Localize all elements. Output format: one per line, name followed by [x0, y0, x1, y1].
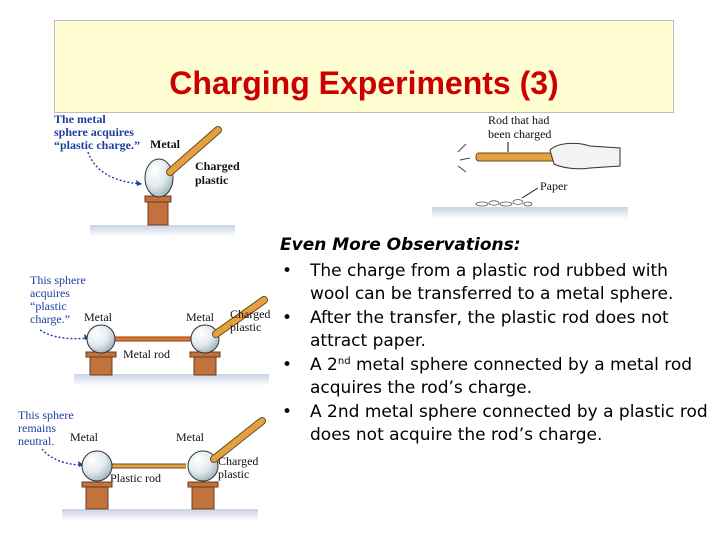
left-metal-sphere	[86, 324, 116, 354]
callout-text: This sphere acquires “plastic charge.”	[30, 273, 89, 326]
observation-item: •The charge from a plastic rod rubbed wi…	[282, 260, 674, 305]
observation-item: •A 2nd metal sphere connected by a metal…	[282, 354, 693, 399]
bullet-marker: •	[282, 354, 293, 375]
plastic-label: Charged plastic	[195, 159, 243, 187]
left-metal-sphere	[81, 450, 113, 482]
ground-shadow	[90, 225, 235, 237]
connector-label: Plastic rod	[110, 471, 161, 485]
bullet-marker: •	[282, 260, 293, 281]
callout-arrow	[39, 329, 89, 340]
left-metal-label: Metal	[84, 310, 113, 324]
ground-shadow	[432, 207, 628, 219]
observations-list: •The charge from a plastic rod rubbed wi…	[280, 260, 710, 448]
observation-item: •A 2nd metal sphere connected by a plast…	[282, 401, 708, 446]
metal-sphere	[144, 158, 174, 198]
right-metal-label: Metal	[176, 430, 205, 444]
plastic-rod	[213, 297, 267, 337]
figure-rod-paper: Rod that had been charged Paper	[430, 112, 630, 222]
title-box: Charging Experiments (3)	[54, 20, 674, 113]
observations-heading: Even More Observations:	[280, 235, 521, 255]
bullet-marker: •	[282, 401, 293, 422]
figure-metal-rod: This sphere acquires “plastic charge.” M…	[26, 272, 276, 392]
right-metal-label: Metal	[186, 310, 215, 324]
paper-label: Paper	[540, 179, 567, 193]
ground-shadow	[74, 374, 269, 386]
rod-label: Rod that had been charged	[488, 113, 552, 141]
connector-label: Metal rod	[123, 347, 170, 361]
callout-text: The metal sphere acquires “plastic charg…	[54, 112, 140, 152]
callout-arrow	[41, 448, 83, 466]
bullet-marker: •	[282, 307, 293, 328]
plastic-label: Charged plastic	[230, 307, 273, 334]
slide-title: Charging Experiments (3)	[169, 65, 559, 101]
ground-shadow	[62, 509, 258, 521]
hand	[549, 142, 621, 170]
plastic-rod	[167, 127, 221, 175]
paper-scraps	[475, 199, 533, 207]
plastic-rod	[211, 418, 265, 462]
metal-label: Metal	[150, 137, 181, 151]
plastic-label: Charged plastic	[218, 454, 261, 481]
charge-marks	[457, 143, 471, 173]
figure-sphere-charging: The metal sphere acquires “plastic charg…	[50, 112, 240, 242]
callout-text: This sphere remains neutral.	[18, 408, 77, 448]
left-metal-label: Metal	[70, 430, 99, 444]
figure-plastic-rod: This sphere remains neutral. Metal Metal…	[18, 403, 268, 528]
stand-base	[147, 199, 169, 226]
right-metal-sphere	[190, 324, 220, 354]
observations: Even More Observations: •The charge from…	[280, 234, 710, 448]
callout-arrow	[87, 151, 143, 185]
observation-item: •After the transfer, the plastic rod doe…	[282, 307, 669, 352]
